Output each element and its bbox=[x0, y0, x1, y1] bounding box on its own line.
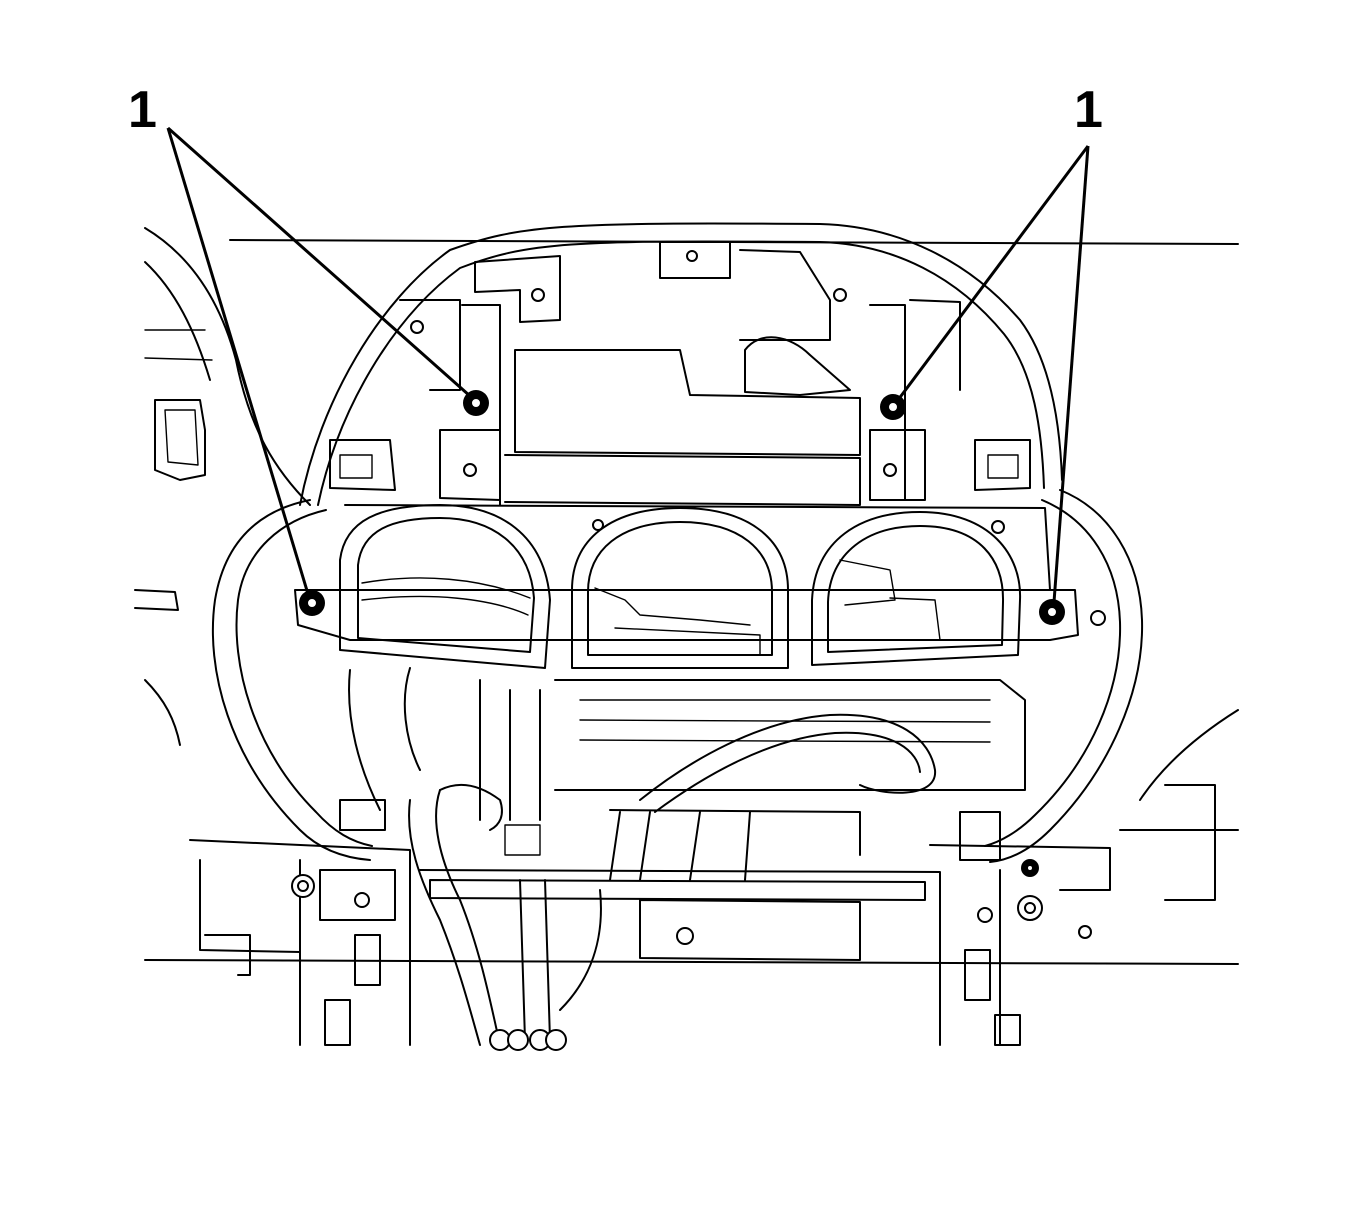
cluster-bezel bbox=[211, 222, 1144, 863]
callout-label-right: 1 bbox=[1074, 81, 1103, 139]
lower-frame bbox=[189, 610, 1111, 1046]
callout-leaders bbox=[166, 126, 1090, 603]
mounting-screws bbox=[299, 390, 1065, 877]
dashboard-panel bbox=[134, 227, 1239, 965]
wiring-harness bbox=[348, 667, 1026, 1051]
gauge-housing bbox=[294, 504, 1079, 669]
upper-bracket bbox=[329, 241, 1031, 534]
callout-label-left: 1 bbox=[128, 81, 157, 139]
